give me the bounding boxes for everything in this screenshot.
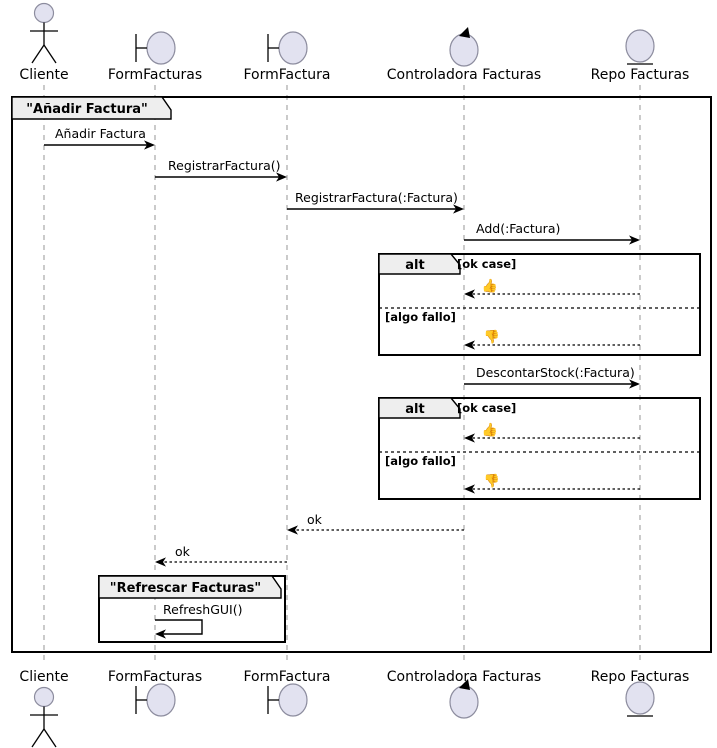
- message-m11: ok: [155, 544, 287, 567]
- arrow-head: [629, 379, 640, 389]
- boundary-circle-icon: [278, 31, 308, 65]
- boundary-circle-icon: [146, 31, 176, 65]
- self-messages-group: RefreshGUI(): [155, 602, 242, 639]
- boundary-circle-icon: [146, 683, 176, 717]
- fragment-frag-alt-2: alt [ok case] [algo fallo]: [378, 397, 701, 500]
- fragment-box-frag-anadir-factura: [11, 96, 712, 653]
- lifeline-head-top-controladora[interactable]: Controladora Facturas: [387, 27, 541, 83]
- lifeline-heads-top[interactable]: Cliente FormFacturas FormFactura Controlado…: [19, 2, 690, 84]
- lifeline-label-bottom-cliente: Cliente: [19, 669, 68, 685]
- self-message-sm1: RefreshGUI(): [155, 602, 242, 639]
- lifeline-label-bottom-repo: Repo Facturas: [591, 669, 690, 685]
- lifeline-label-top-cliente: Cliente: [19, 67, 68, 83]
- control-arrow-icon: [459, 27, 470, 38]
- fragment-frag-refrescar-facturas: "Refrescar Facturas": [98, 575, 286, 643]
- message-m1: Añadir Factura: [44, 126, 155, 150]
- arrow-head: [155, 557, 166, 567]
- fragment-tab-frag-alt-1: [378, 253, 461, 275]
- lifeline-label-bottom-formfactura: FormFactura: [243, 669, 330, 685]
- fragment-guard-frag-alt-2-0: [ok case]: [457, 401, 516, 415]
- message-label-m5: 👍: [482, 278, 498, 294]
- arrow-head: [453, 204, 464, 214]
- fragment-operator-frag-alt-2: alt: [405, 402, 424, 417]
- fragment-box-frag-alt-1: [378, 253, 701, 356]
- lifeline-label-bottom-formfacturas: FormFacturas: [108, 669, 202, 685]
- fragment-guard-frag-alt-1-1: [algo fallo]: [385, 310, 456, 324]
- fragment-box-frag-alt-2: [378, 397, 701, 500]
- fragment-tab-frag-alt-2: [378, 397, 461, 419]
- lifeline-head-bottom-controladora[interactable]: Controladora Facturas: [387, 669, 541, 719]
- lifeline-label-bottom-controladora: Controladora Facturas: [387, 669, 541, 685]
- message-m5: 👍: [464, 278, 640, 299]
- boundary-circle-icon: [278, 683, 308, 717]
- actor-head-icon: [33, 686, 55, 708]
- lifeline-heads-bottom[interactable]: Cliente FormFacturas FormFactura Controlado…: [19, 669, 690, 748]
- fragment-guard-frag-alt-2-1: [algo fallo]: [385, 454, 456, 468]
- fragment-operator-frag-alt-1: alt: [405, 258, 424, 273]
- message-label-m7: DescontarStock(:Factura): [476, 365, 635, 380]
- lifeline-label-top-formfactura: FormFactura: [243, 67, 330, 83]
- message-label-m4: Add(:Factura): [476, 221, 560, 236]
- actor-leg-left: [31, 728, 45, 748]
- arrow-head: [464, 484, 475, 494]
- arrow-head: [629, 235, 640, 245]
- arrow-head: [464, 340, 475, 350]
- message-label-m9: 👎: [484, 473, 500, 489]
- arrow-head: [144, 140, 155, 150]
- fragment-operator-frag-refrescar-facturas: "Refrescar Facturas": [110, 581, 261, 596]
- message-m7: DescontarStock(:Factura): [464, 365, 640, 389]
- fragment-tab-frag-refrescar-facturas: [98, 575, 282, 599]
- message-label-m6: 👎: [484, 329, 500, 345]
- actor-leg-left: [31, 44, 45, 64]
- lifeline-head-bottom-formfactura[interactable]: FormFactura: [243, 669, 331, 717]
- arrow-head: [464, 289, 475, 299]
- fragment-frag-anadir-factura: "Añadir Factura": [11, 96, 712, 653]
- arrow-head: [155, 629, 166, 639]
- message-m2: RegistrarFactura(): [155, 158, 287, 182]
- message-m9: 👎: [464, 473, 640, 494]
- actor-head-icon: [33, 2, 55, 24]
- self-message-label-sm1: RefreshGUI(): [163, 602, 242, 617]
- lifeline-head-bottom-repo[interactable]: Repo Facturas: [591, 669, 690, 717]
- lifeline-label-top-controladora: Controladora Facturas: [387, 67, 541, 83]
- self-message-loop-sm1: [155, 619, 203, 635]
- message-label-m10: ok: [307, 512, 323, 527]
- message-label-m1: Añadir Factura: [55, 126, 146, 141]
- control-circle-icon: [449, 685, 479, 719]
- message-label-m8: 👍: [482, 422, 498, 438]
- actor-leg-right: [43, 728, 57, 748]
- fragment-guard-frag-alt-1-0: [ok case]: [457, 257, 516, 271]
- lifeline-label-top-formfacturas: FormFacturas: [108, 67, 202, 83]
- message-label-m11: ok: [175, 544, 191, 559]
- message-label-m3: RegistrarFactura(:Factura): [295, 190, 458, 205]
- message-m3: RegistrarFactura(:Factura): [287, 190, 464, 214]
- fragment-frag-alt-1: alt [ok case] [algo fallo]: [378, 253, 701, 356]
- lifeline-label-top-repo: Repo Facturas: [591, 67, 690, 83]
- arrow-head: [287, 525, 298, 535]
- fragments-group: "Añadir Factura" alt [ok case] [algo fallo]…: [11, 96, 712, 653]
- lifeline-head-top-formfactura[interactable]: FormFactura: [243, 31, 331, 83]
- control-arrow-icon: [459, 679, 470, 690]
- lifeline-head-bottom-formfacturas[interactable]: FormFacturas: [108, 669, 202, 717]
- lifeline-head-top-cliente[interactable]: Cliente: [19, 2, 69, 84]
- message-m4: Add(:Factura): [464, 221, 640, 245]
- fragment-tab-frag-anadir-factura: [11, 96, 172, 120]
- message-m10: ok: [287, 512, 464, 535]
- lifeline-head-top-repo[interactable]: Repo Facturas: [591, 29, 690, 83]
- entity-circle-icon: [625, 29, 655, 63]
- fragment-operator-frag-anadir-factura: "Añadir Factura": [26, 102, 148, 117]
- arrow-head: [464, 433, 475, 443]
- entity-circle-icon: [625, 681, 655, 715]
- lifeline-head-bottom-cliente[interactable]: Cliente: [19, 669, 69, 748]
- lifeline-lines-group: [43, 85, 641, 663]
- lifeline-head-top-formfacturas[interactable]: FormFacturas: [108, 31, 202, 83]
- message-m8: 👍: [464, 422, 640, 443]
- arrow-head: [276, 172, 287, 182]
- actor-leg-right: [43, 44, 57, 64]
- message-m6: 👎: [464, 329, 640, 350]
- control-circle-icon: [449, 33, 479, 67]
- message-label-m2: RegistrarFactura(): [168, 158, 281, 173]
